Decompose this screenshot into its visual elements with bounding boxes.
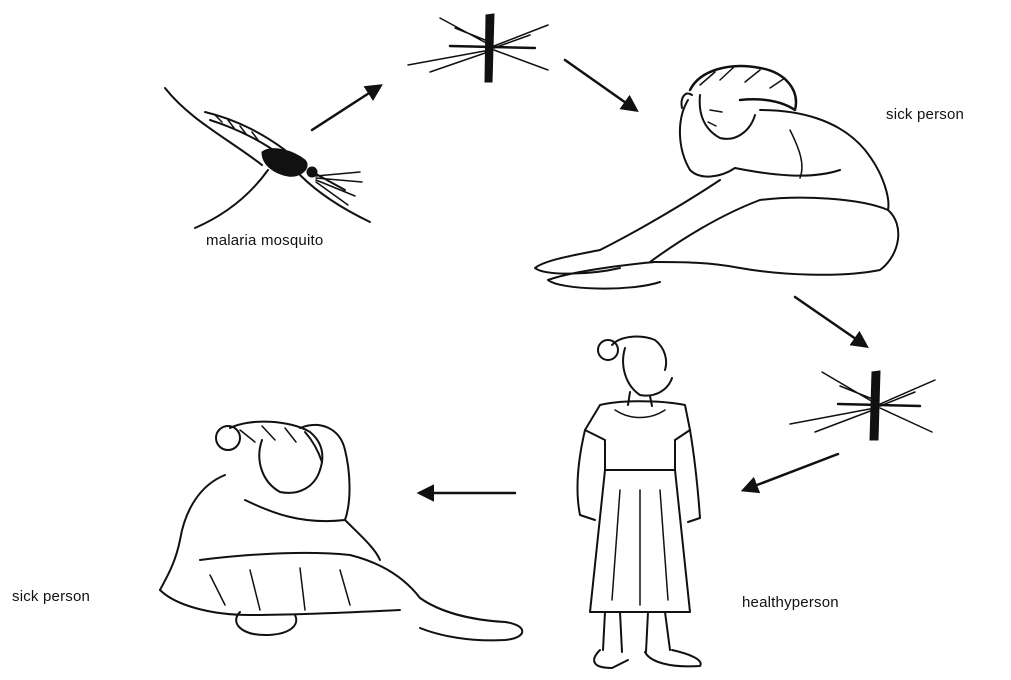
sick-person-label-bottom: sick person: [12, 588, 90, 605]
cycle-arrows: [312, 60, 866, 493]
sick-man-sitting-illustration: [535, 66, 898, 289]
arrow-icon-flying-to-sick-man: [565, 60, 636, 110]
flying-mosquito-icon-top: [408, 14, 548, 82]
arrow-icon-flying-to-healthy: [744, 454, 838, 490]
sick-woman-sitting-illustration: [160, 422, 522, 641]
malaria-mosquito-icon: [165, 88, 370, 228]
arrow-icon-sick-man-to-flying: [795, 297, 866, 346]
malaria-mosquito-label: malaria mosquito: [206, 232, 323, 249]
arrow-icon-mosquito-to-flying: [312, 86, 380, 130]
healthy-person-label: healthyperson: [742, 594, 839, 611]
healthy-woman-standing-illustration: [578, 337, 701, 668]
flying-mosquito-icon-right: [790, 371, 935, 440]
sick-person-label-top: sick person: [886, 106, 964, 123]
